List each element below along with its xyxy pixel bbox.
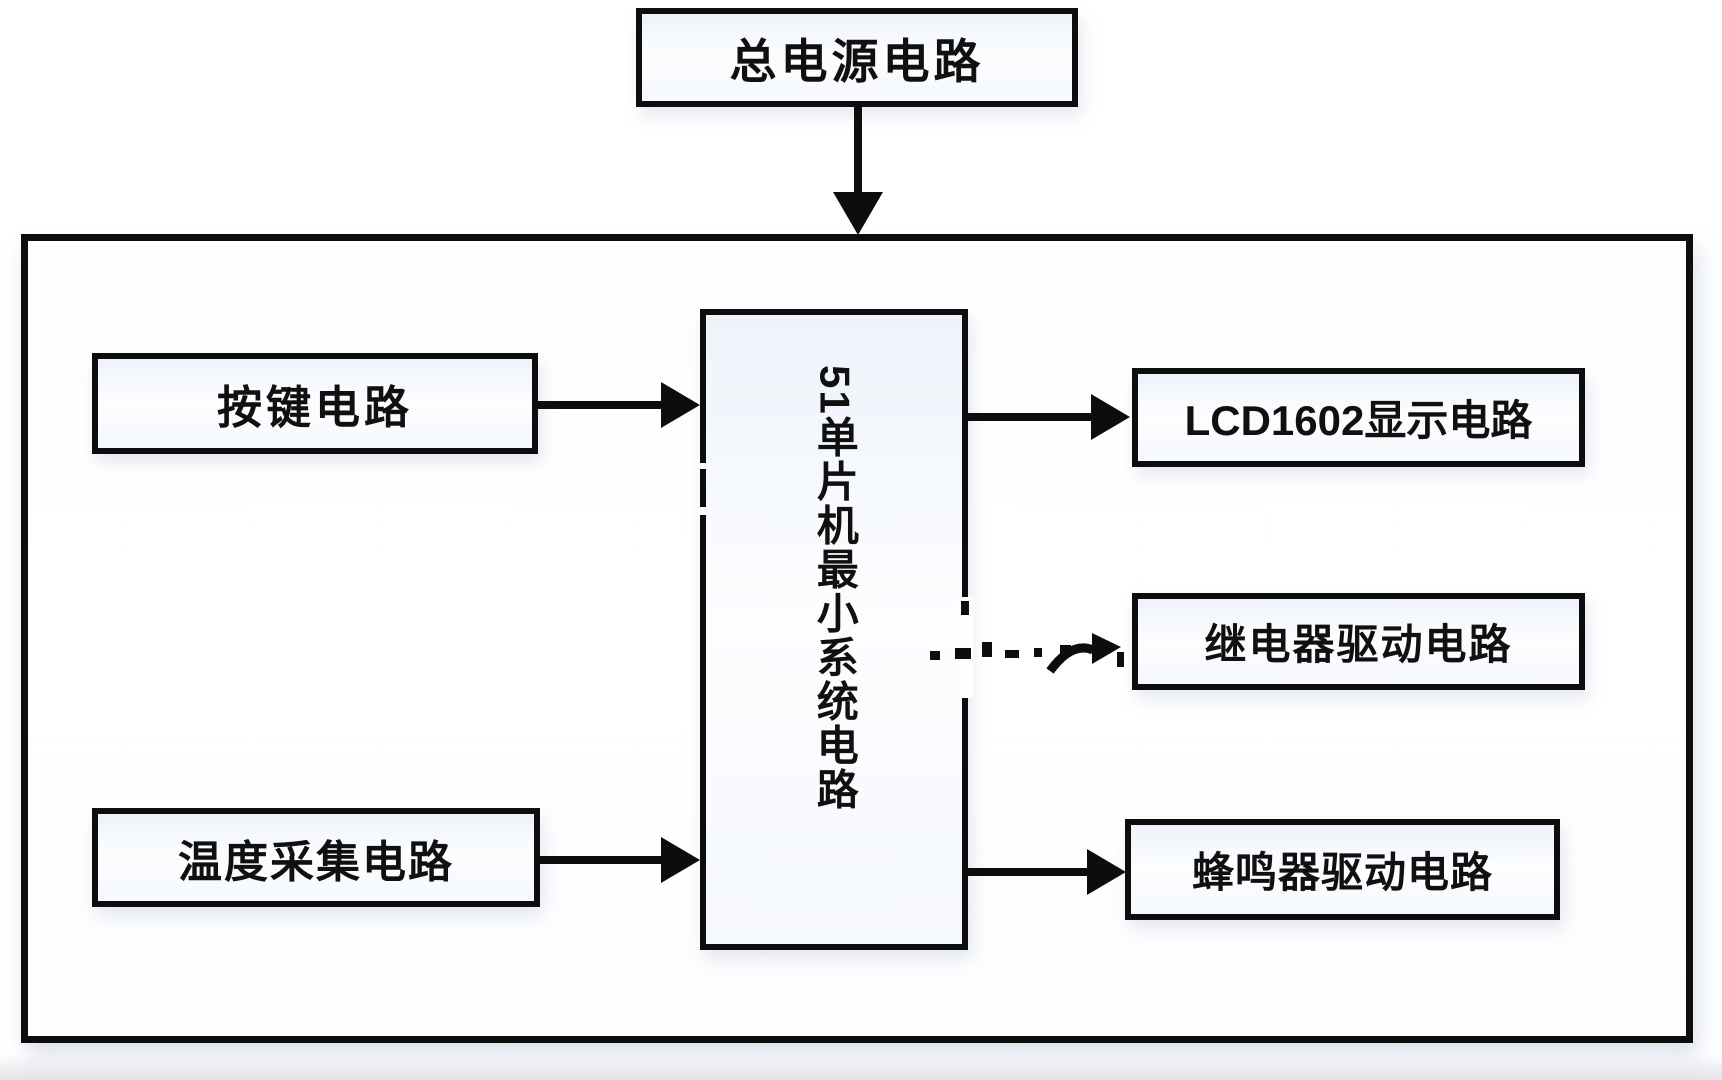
- power-supply-label: 总电源电路: [729, 35, 985, 88]
- buzzer-driver-label: 蜂鸣器驱动电路: [1191, 849, 1493, 896]
- power-supply-box: 总电源电路: [636, 8, 1078, 107]
- lcd1602-display-box: LCD1602显示电路: [1132, 368, 1585, 467]
- relay-driver-label: 继电器驱动电路: [1204, 621, 1513, 668]
- key-circuit-box: 按键电路: [92, 353, 538, 454]
- key-circuit-label: 按键电路: [216, 382, 413, 433]
- buzzer-driver-box: 蜂鸣器驱动电路: [1125, 819, 1560, 920]
- temperature-acquisition-label: 温度采集电路: [178, 837, 454, 887]
- arrow-power-to-system: [833, 107, 883, 235]
- mcu-minimal-system-box: 51单片机最小系统电路: [700, 309, 968, 950]
- mcu-minimal-system-label: 51单片机最小系统电路: [811, 365, 859, 812]
- temperature-acquisition-box: 温度采集电路: [92, 808, 540, 907]
- relay-driver-box: 继电器驱动电路: [1132, 593, 1585, 690]
- lcd1602-display-label: LCD1602显示电路: [1184, 397, 1533, 444]
